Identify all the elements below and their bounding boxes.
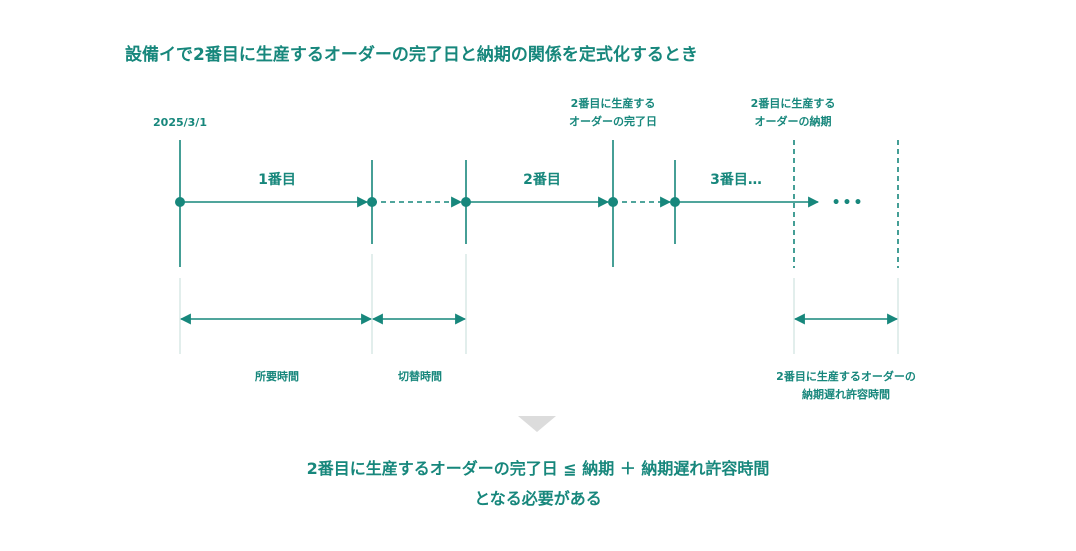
dot-start xyxy=(175,197,185,207)
dot-start-order3 xyxy=(670,197,680,207)
timeline-ellipsis: ••• xyxy=(832,195,865,211)
conclusion-line2: となる必要がある xyxy=(474,489,602,508)
span-label-allowed-delay-line2: 納期遅れ許容時間 xyxy=(802,387,890,401)
segment-label-1: 1番目 xyxy=(258,171,296,188)
due-label-line2: オーダーの納期 xyxy=(755,114,832,128)
span-label-required-time: 所要時間 xyxy=(255,369,299,383)
completion-label-line2: オーダーの完了日 xyxy=(569,114,657,128)
dot-end-order1 xyxy=(367,197,377,207)
segment-label-2: 2番目 xyxy=(523,171,561,188)
start-date-label: 2025/3/1 xyxy=(153,116,207,129)
segment-label-3: 3番目… xyxy=(710,171,762,188)
dot-completion-order2 xyxy=(608,197,618,207)
divider-chevron xyxy=(518,416,556,432)
diagram-title: 設備イで2番目に生産するオーダーの完了日と納期の関係を定式化するとき xyxy=(125,44,698,65)
conclusion-line1: 2番目に生産するオーダーの完了日 ≦ 納期 ＋ 納期遅れ許容時間 xyxy=(307,459,770,478)
dot-start-order2 xyxy=(461,197,471,207)
span-label-changeover-time: 切替時間 xyxy=(398,369,442,383)
span-label-allowed-delay-line1: 2番目に生産するオーダーの xyxy=(776,369,916,383)
completion-label-line1: 2番目に生産する xyxy=(571,96,656,110)
due-label-line1: 2番目に生産する xyxy=(751,96,836,110)
